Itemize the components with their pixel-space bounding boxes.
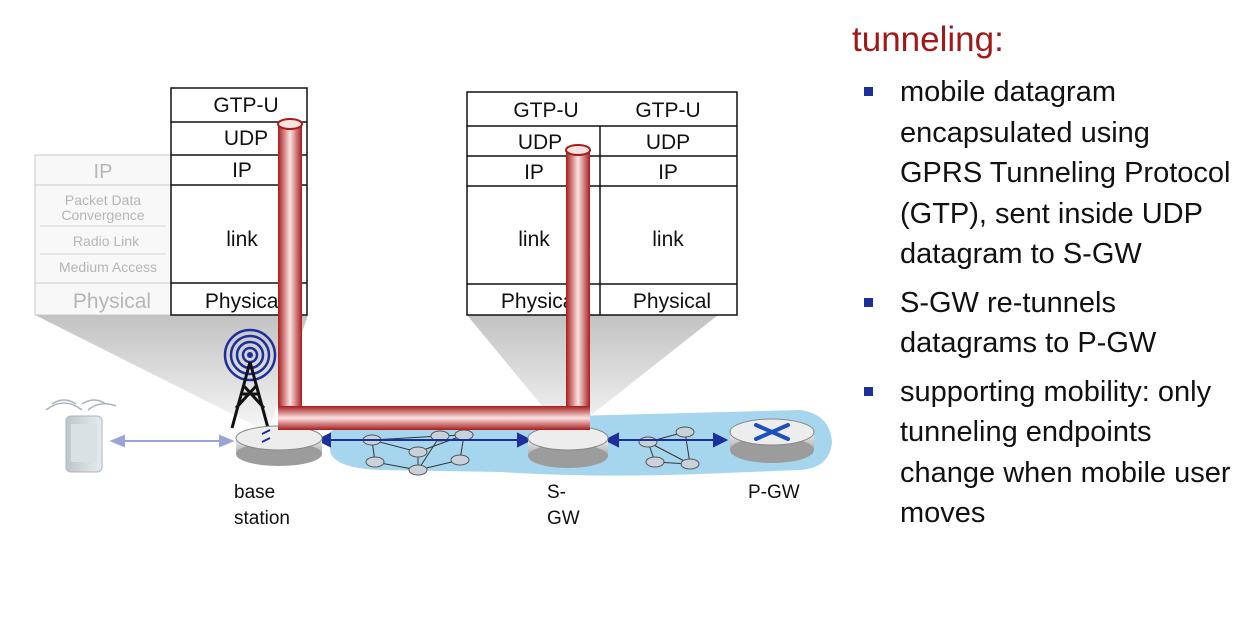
- radio-pdc-label-2: Convergence: [61, 207, 144, 223]
- pgw-label: P-GW: [748, 482, 800, 503]
- sgw-left-link-label: link: [518, 228, 550, 251]
- square-bullet-icon: [864, 297, 873, 307]
- sgw-left-ip-label: IP: [524, 161, 544, 184]
- radio-protocol-stack: [34, 154, 172, 316]
- bs-udp-label: UDP: [224, 127, 268, 150]
- radio-pdc-label-1: Packet Data: [65, 192, 141, 208]
- sgw-right-ip-label: IP: [658, 161, 678, 184]
- bullet-text: S-GW re-tunnels datagrams to P-GW: [900, 286, 1157, 360]
- bullet-item-mobility: supporting mobility: only tunneling endp…: [852, 372, 1232, 534]
- sgw-zoom-fan: [467, 315, 718, 435]
- pgw-router-icon: [729, 418, 815, 463]
- sgw-label-line1: S-: [547, 482, 566, 503]
- sgw-label-line2: GW: [547, 508, 580, 529]
- bullet-text: supporting mobility: only tunneling endp…: [900, 375, 1231, 530]
- tunneling-heading: tunneling:: [852, 20, 1004, 59]
- tunneling-notes: tunneling: mobile datagram encapsulated …: [852, 18, 1232, 542]
- sgw-right-physical-label: Physical: [633, 290, 711, 313]
- radio-physical-label: Physical: [73, 290, 151, 313]
- square-bullet-icon: [864, 87, 873, 96]
- sgw-left-physical-label: Physical: [501, 290, 579, 313]
- mobile-phone-icon: [45, 399, 117, 473]
- bullet-item-encapsulation: mobile datagram encapsulated using GPRS …: [852, 72, 1232, 275]
- base-station-router-icon: [235, 425, 323, 466]
- bs-link-label: link: [226, 228, 258, 251]
- radio-link-label: Radio Link: [73, 233, 140, 249]
- gtp-tunnel-tube: [277, 118, 591, 430]
- sgw-protocol-stack: [466, 91, 738, 316]
- sgw-left-gtpu-label: GTP-U: [513, 99, 578, 122]
- bs-gtpu-label: GTP-U: [213, 94, 278, 117]
- sgw-router-icon: [527, 425, 609, 468]
- gtp-tunneling-diagram: IP Packet Data Convergence Radio Link Me…: [34, 87, 832, 529]
- bullet-list: mobile datagram encapsulated using GPRS …: [852, 72, 1232, 534]
- bs-physical-label: Physical: [205, 290, 283, 313]
- sgw-left-udp-label: UDP: [518, 131, 562, 154]
- bullet-text: mobile datagram encapsulated using GPRS …: [900, 76, 1231, 270]
- bullet-item-retunnel: S-GW re-tunnels datagrams to P-GW: [852, 283, 1232, 364]
- square-bullet-icon: [864, 386, 873, 396]
- medium-access-label: Medium Access: [59, 259, 157, 275]
- sgw-right-gtpu-label: GTP-U: [635, 99, 700, 122]
- radio-ip-label: IP: [94, 161, 113, 183]
- radio-tower-icon: [223, 328, 277, 429]
- bs-ip-label: IP: [232, 159, 252, 182]
- base-station-label-line1: base: [234, 482, 275, 503]
- base-station-label-line2: station: [234, 508, 290, 529]
- link-arrows: [315, 432, 729, 448]
- sgw-right-link-label: link: [652, 228, 684, 251]
- sgw-right-udp-label: UDP: [646, 131, 690, 154]
- phone-radio-link: [109, 434, 235, 448]
